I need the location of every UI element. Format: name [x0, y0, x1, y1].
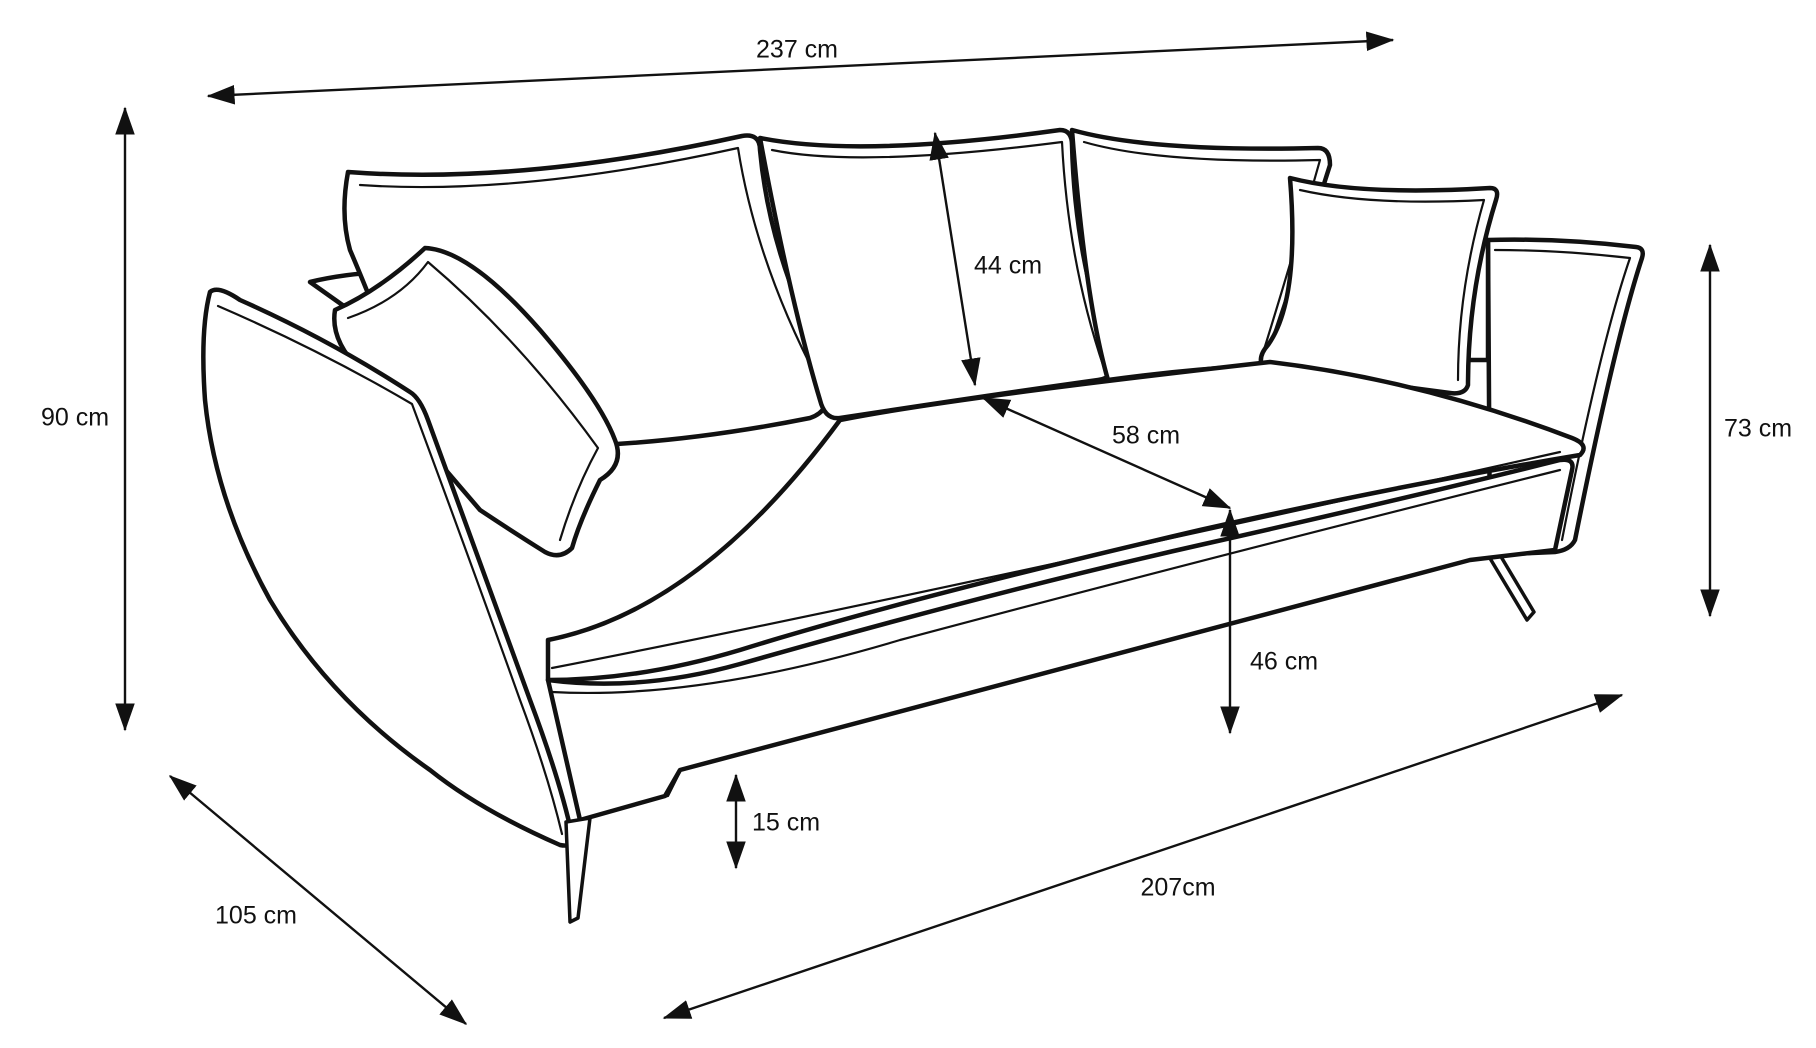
dim-label-total-height: 90 cm [40, 403, 110, 432]
throw-pillow-right-piping [1298, 188, 1486, 382]
back-cushion-center-left-piping [770, 140, 1106, 370]
dim-arrow-back-cushion-height [929, 131, 981, 387]
dim-label-total-width: 237 cm [756, 35, 838, 64]
sofa-base-front-piping [550, 468, 1562, 695]
back-cushion-center-right-piping [1082, 140, 1322, 358]
sofa-armrest-left-piping [216, 304, 564, 836]
sofa-drawing [201, 127, 1645, 924]
dimension-lines [115, 31, 1720, 1025]
dim-arrow-depth [168, 775, 468, 1025]
back-cushion-left-piping [358, 146, 820, 382]
dim-label-armrest-height: 73 cm [1723, 414, 1793, 443]
dim-label-depth: 105 cm [215, 901, 297, 930]
sofa-leg-front-left [564, 816, 592, 924]
seat-cushion [545, 359, 1586, 683]
dim-label-seat-width: 207cm [1140, 873, 1216, 902]
dim-label-back-cushion-height: 44 cm [973, 251, 1043, 280]
dim-label-leg-height: 15 cm [751, 808, 821, 837]
dim-arrow-total-width [206, 31, 1395, 105]
dim-label-seat-height: 46 cm [1249, 647, 1319, 676]
back-cushion-center-left [757, 127, 1115, 421]
seat-cushion-front-piping [550, 450, 1562, 670]
sofa-leg-back-right [1486, 553, 1536, 622]
throw-pillow-right [1258, 175, 1500, 396]
dim-label-seat-depth: 58 cm [1111, 421, 1181, 450]
dim-arrow-seat-width [662, 693, 1624, 1020]
dim-arrow-seat-depth [981, 396, 1232, 510]
throw-pillow-left-piping [346, 260, 600, 542]
